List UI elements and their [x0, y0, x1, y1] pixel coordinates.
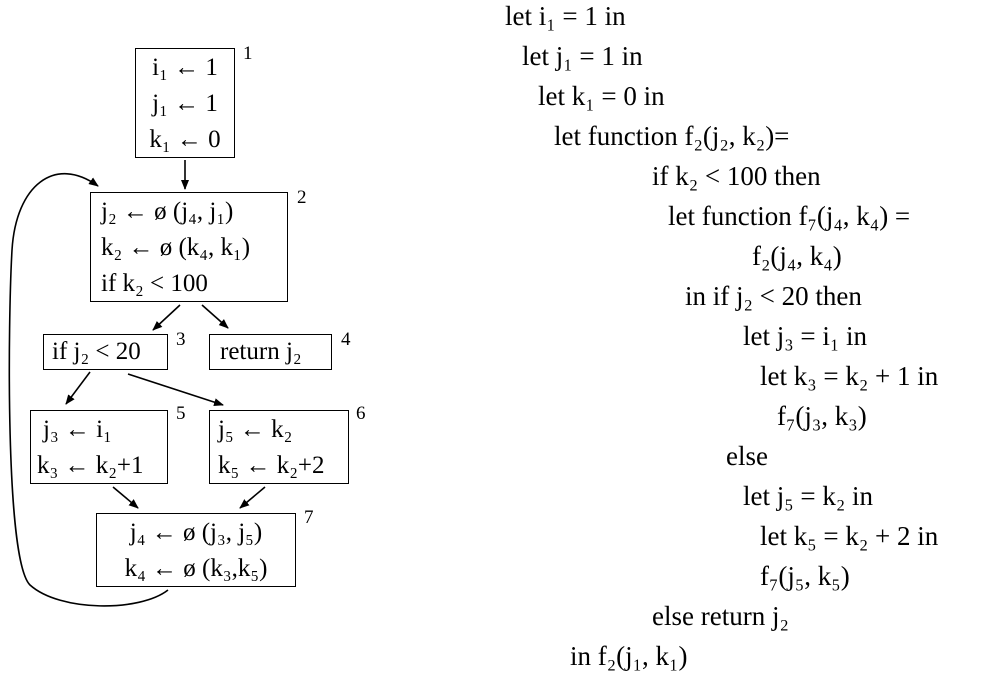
- code-line-10: let k₃ = k₂ + 1 in: [760, 361, 939, 391]
- block-1-line-3: k₁ ← 0: [149, 126, 221, 153]
- block-1: i₁ ← 1 j₁ ← 1 k₁ ← 0: [135, 48, 235, 158]
- edge-5-to-7: [112, 486, 139, 509]
- edge-3-to-6: [127, 373, 224, 407]
- edge-6-to-7: [239, 486, 266, 509]
- block-5-number: 5: [176, 403, 186, 424]
- block-6-line-2: k₅ ← k₂+2: [218, 452, 325, 479]
- edge-2-to-3: [152, 304, 181, 331]
- block-1-line-1: i₁ ← 1: [152, 54, 218, 81]
- code-line-1: let i₁ = 1 in: [505, 1, 626, 31]
- block-3: if j₂ < 20: [43, 334, 168, 370]
- block-2-line-3: if k₂ < 100: [101, 270, 208, 297]
- code-line-2: let j₁ = 1 in: [522, 41, 643, 71]
- code-line-14: let k₅ = k₂ + 2 in: [760, 521, 939, 551]
- block-2-line-1: j₂ ← ø (j₄, j₁): [101, 198, 234, 225]
- block-7-line-2: k₄ ← ø (k₃,k₅): [124, 555, 268, 582]
- block-6-line-1: j₅ ← k₂: [218, 416, 293, 443]
- code-line-11: f₇(j₃, k₃): [777, 401, 867, 431]
- block-7-number: 7: [304, 507, 314, 528]
- block-5: j₃ ← i₁ k₃ ← k₂+1: [30, 410, 168, 484]
- block-2-number: 2: [297, 187, 307, 208]
- code-line-4: let function f₂(j₂, k₂)=: [554, 121, 790, 151]
- block-1-number: 1: [243, 43, 253, 64]
- block-5-line-2: k₃ ← k₂+1: [37, 452, 144, 479]
- edge-3-to-5: [65, 371, 91, 405]
- block-5-line-1: j₃ ← i₁: [43, 416, 112, 443]
- block-4-line-1: return j₂: [220, 338, 302, 365]
- block-3-line-1: if j₂ < 20: [52, 338, 141, 365]
- block-4-number: 4: [341, 329, 351, 350]
- code-line-9: let j₃ = i₁ in: [743, 321, 868, 351]
- block-2-line-2: k₂ ← ø (k₄, k₁): [101, 234, 251, 261]
- code-line-5: if k₂ < 100 then: [652, 161, 821, 191]
- code-line-17: in f₂(j₁, k₁): [570, 641, 688, 671]
- edge-7-to-2: [8, 173, 169, 607]
- block-6: j₅ ← k₂ k₅ ← k₂+2: [209, 410, 349, 484]
- code-line-15: f₇(j₅, k₅): [760, 561, 850, 591]
- block-7: j₄ ← ø (j₃, j₅) k₄ ← ø (k₃,k₅): [96, 513, 296, 587]
- block-7-line-1: j₄ ← ø (j₃, j₅): [129, 519, 263, 546]
- code-line-3: let k₁ = 0 in: [538, 81, 665, 111]
- code-line-8: in if j₂ < 20 then: [685, 281, 862, 311]
- code-line-12: else: [726, 441, 768, 471]
- block-6-number: 6: [356, 403, 366, 424]
- code-line-13: let j₅ = k₂ in: [743, 481, 874, 511]
- code-line-6: let function f₇(j₄, k₄) =: [668, 201, 911, 231]
- block-4: return j₂: [209, 334, 332, 370]
- block-1-line-2: j₁ ← 1: [152, 90, 218, 117]
- code-line-7: f₂(j₄, k₄): [752, 241, 842, 271]
- edge-2-to-4: [201, 304, 229, 329]
- code-line-16: else return j₂: [652, 601, 789, 631]
- block-3-number: 3: [176, 329, 186, 350]
- block-2: j₂ ← ø (j₄, j₁) k₂ ← ø (k₄, k₁) if k₂ < …: [90, 192, 288, 302]
